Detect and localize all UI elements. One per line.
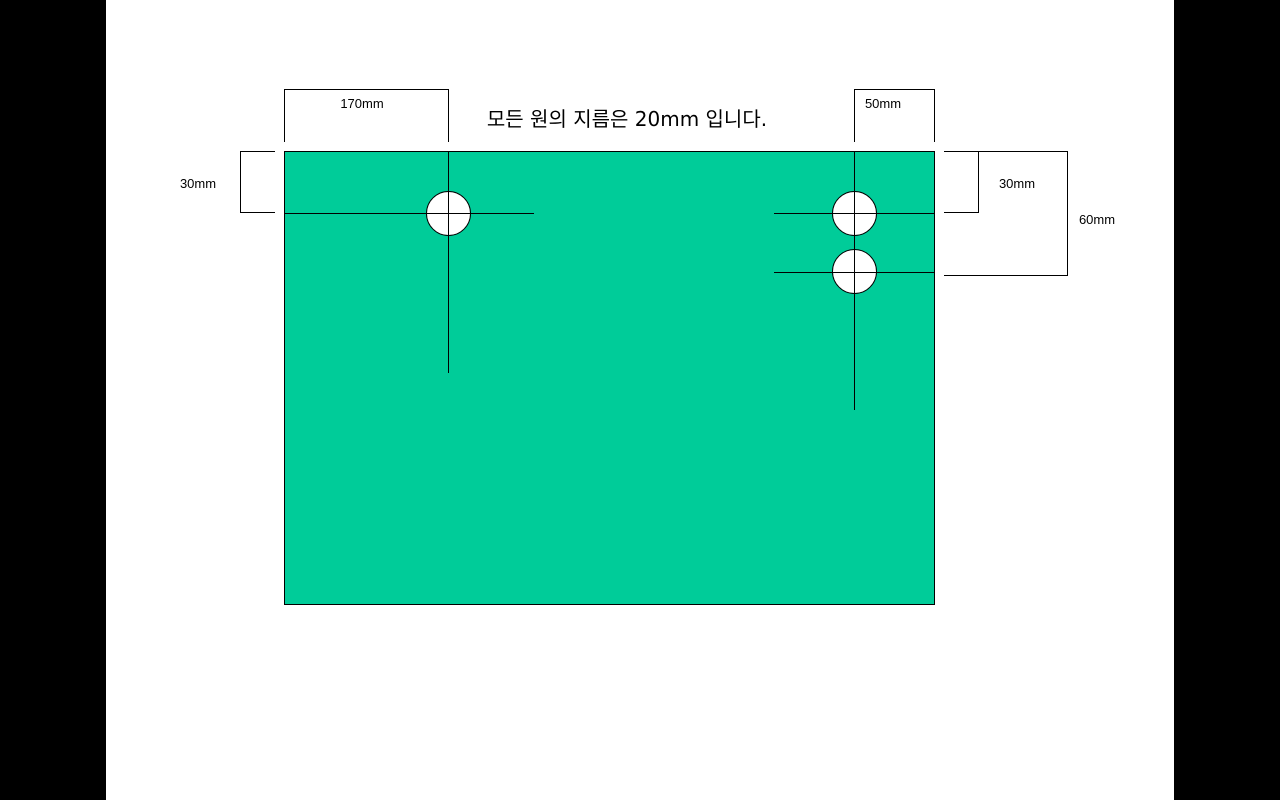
dimension-bracket xyxy=(240,151,275,213)
dimension-bracket xyxy=(284,89,449,142)
letterbox-right xyxy=(1174,0,1280,800)
dimension-bracket xyxy=(854,89,935,142)
label-left-hole-y: 30mm xyxy=(180,176,216,191)
diameter-note: 모든 원의 지름은 20mm 입니다. xyxy=(487,107,767,131)
dimension-right-hole-bottom-y xyxy=(944,151,1068,276)
plate xyxy=(284,151,935,605)
dimension-right-holes-x xyxy=(854,89,935,142)
dimension-bracket xyxy=(944,151,1068,276)
dimension-bracket xyxy=(944,151,979,213)
dimension-right-hole-top-y xyxy=(944,151,979,213)
label-left-hole-x: 170mm xyxy=(340,96,383,111)
label-right-hole-top-y: 30mm xyxy=(999,176,1035,191)
letterbox-left xyxy=(0,0,106,800)
label-right-hole-bottom-y: 60mm xyxy=(1079,212,1115,227)
dimension-left-hole-y xyxy=(240,151,275,213)
label-right-holes-x: 50mm xyxy=(865,96,901,111)
hole-left xyxy=(284,151,534,373)
dimension-left-hole-x xyxy=(284,89,449,142)
